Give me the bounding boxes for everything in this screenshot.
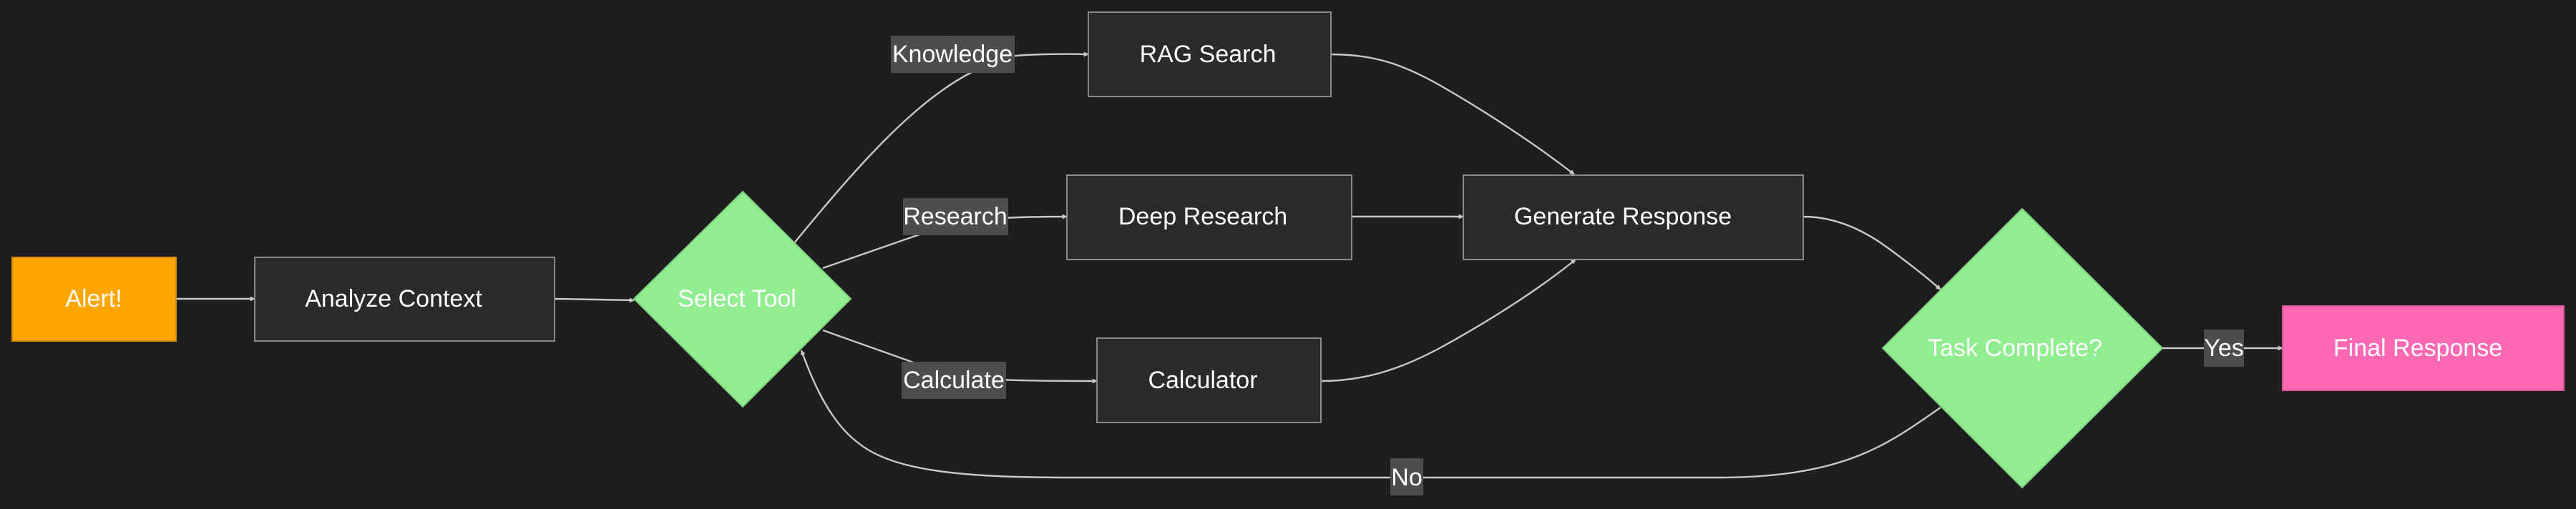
edge-label-knowledge: Knowledge	[891, 36, 1015, 73]
node-generate-label: Generate Response	[1514, 203, 1732, 230]
edge-label-research-text: Research	[903, 203, 1008, 230]
node-analyze[interactable]: Analyze Context	[254, 257, 555, 342]
edge-complete-select-no	[800, 350, 1941, 479]
edge-label-no: No	[1390, 458, 1423, 495]
node-generate[interactable]: Generate Response	[1463, 174, 1804, 260]
node-research[interactable]: Deep Research	[1066, 174, 1352, 260]
edge-rag-generate	[1330, 53, 1575, 175]
edge-label-research: Research	[903, 198, 1008, 235]
node-select-label: Select Tool	[678, 285, 796, 312]
edge-analyze-select	[554, 297, 635, 303]
edge-calculator-generate	[1320, 259, 1576, 382]
edge-label-calculate: Calculate	[902, 362, 1006, 399]
node-rag-label: RAG Search	[1140, 41, 1277, 68]
edge-generate-complete	[1802, 215, 1941, 290]
node-alert[interactable]: Alert!	[11, 257, 177, 342]
edge-label-yes: Yes	[2204, 330, 2244, 367]
edge-label-no-text: No	[1391, 464, 1422, 491]
edge-label-knowledge-text: Knowledge	[892, 41, 1013, 68]
node-calculator[interactable]: Calculator	[1096, 337, 1322, 423]
edge-label-yes-text: Yes	[2204, 335, 2243, 362]
node-final[interactable]: Final Response	[2282, 305, 2565, 391]
node-complete[interactable]: Task Complete?	[1881, 207, 2164, 489]
node-analyze-label: Analyze Context	[305, 285, 482, 312]
node-final-label: Final Response	[2333, 335, 2502, 362]
node-alert-label: Alert!	[65, 285, 122, 312]
node-calculator-label: Calculator	[1148, 367, 1257, 394]
node-select[interactable]: Select Tool	[633, 190, 852, 408]
edge-label-calculate-text: Calculate	[903, 367, 1005, 394]
node-rag[interactable]: RAG Search	[1088, 11, 1332, 97]
node-complete-label: Task Complete?	[1928, 335, 2102, 362]
node-research-label: Deep Research	[1118, 203, 1287, 230]
